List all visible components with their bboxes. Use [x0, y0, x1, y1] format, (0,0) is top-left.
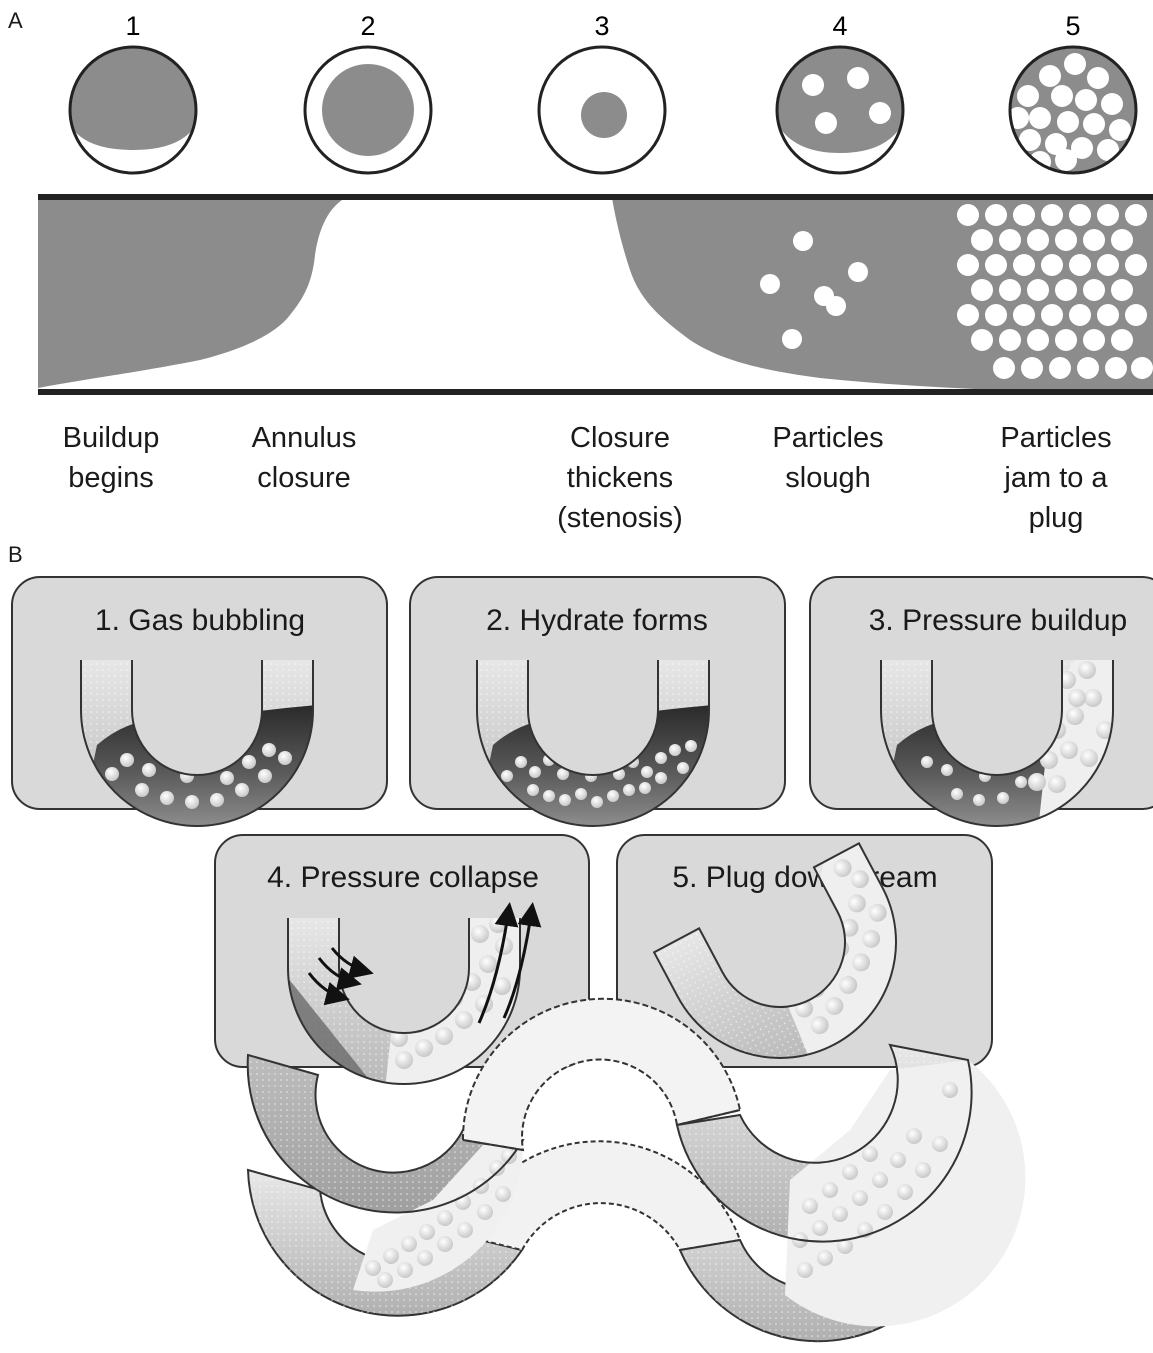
box-title-4: 4. Pressure collapse — [267, 861, 539, 894]
cross-section-2 — [305, 47, 431, 173]
box-title-1: 1. Gas bubbling — [95, 604, 305, 637]
caption-closure-thickens: Closure thickens (stenosis) — [535, 418, 705, 538]
cross-section-3 — [539, 47, 665, 173]
stage-number-4: 4 — [832, 11, 847, 41]
stage-box-pressure-buildup: 3. Pressure buildup — [810, 577, 1153, 855]
stage-box-gas-bubbling: 1. Gas bubbling — [12, 577, 387, 855]
cross-section-5 — [1003, 40, 1153, 190]
stage-box-hydrate-forms: 2. Hydrate forms — [410, 577, 785, 855]
box-title-3: 3. Pressure buildup — [869, 604, 1128, 637]
stage-number-3: 3 — [594, 11, 609, 41]
stage-number-1: 1 — [125, 11, 140, 41]
stage-number-2: 2 — [360, 11, 375, 41]
caption-particles-slough: Particles slough — [743, 418, 913, 498]
cross-section-1 — [60, 40, 210, 190]
cross-section-4 — [770, 40, 920, 190]
caption-particles-jam: Particles jam to a plug — [971, 418, 1141, 538]
stage-number-5: 5 — [1065, 11, 1080, 41]
box-title-2: 2. Hydrate forms — [486, 604, 708, 637]
caption-buildup-begins: Buildup begins — [26, 418, 196, 498]
panel-a-diagram: 1 2 3 4 5 — [0, 0, 1153, 400]
panel-b-diagram: 1. Gas bubbling 2. Hydrate forms — [0, 560, 1153, 1353]
box-title-5: 5. Plug downstream — [672, 861, 937, 894]
pipe-longitudinal — [38, 197, 1153, 392]
caption-annulus-closure: Annulus closure — [219, 418, 389, 498]
